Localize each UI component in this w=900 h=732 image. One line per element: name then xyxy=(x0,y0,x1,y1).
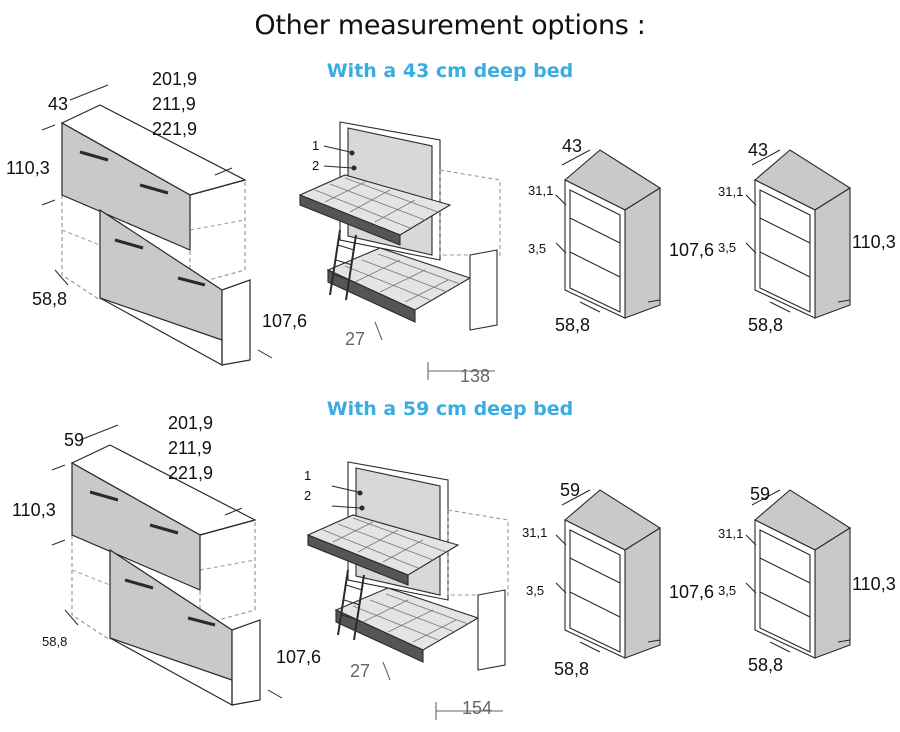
s2-shelf-a-depth: 59 xyxy=(560,480,580,500)
s2-clearance: 27 xyxy=(350,661,370,681)
s2-width-2: 211,9 xyxy=(168,438,212,458)
s2-base-depth: 58,8 xyxy=(42,634,67,649)
s1-width-1: 201,9 xyxy=(152,69,197,89)
s2-base-height: 107,6 xyxy=(276,647,321,667)
s1-shelf-b-base: 58,8 xyxy=(748,315,783,335)
page-title: Other measurement options : xyxy=(254,10,646,41)
s2-callout-2: 2 xyxy=(304,488,311,503)
s2-top-height: 110,3 xyxy=(12,500,56,520)
s1-depth-label: 43 xyxy=(48,94,68,114)
s1-shelf-a-shelf-gap: 3,5 xyxy=(528,241,546,256)
s2-shelf-a-height: 107,6 xyxy=(669,582,714,602)
s1-shelf-a-height: 107,6 xyxy=(669,240,714,260)
s1-base-depth: 58,8 xyxy=(32,289,67,309)
s2-shelf-b-depth: 59 xyxy=(750,484,770,504)
s1-top-height: 110,3 xyxy=(6,158,50,178)
s1-shelf-a-base: 58,8 xyxy=(555,315,590,335)
s1-shelf-b-height: 110,3 xyxy=(852,232,896,252)
s2-shelf-a-base: 58,8 xyxy=(554,659,589,679)
s1-shelf-b-top-gap: 31,1 xyxy=(718,184,743,199)
s1-callout-2: 2 xyxy=(312,158,319,173)
s1-shelf-b-depth: 43 xyxy=(748,140,768,160)
s2-width-3: 221,9 xyxy=(168,463,213,483)
s2-shelf-b-top-gap: 31,1 xyxy=(718,526,743,541)
s1-shelf-a-top-gap: 31,1 xyxy=(528,183,553,198)
s2-shelf-b-shelf-gap: 3,5 xyxy=(718,583,736,598)
s2-callout-1: 1 xyxy=(304,468,311,483)
s1-shelf-a-depth: 43 xyxy=(562,136,582,156)
s1-width-3: 221,9 xyxy=(152,119,197,139)
s2-shelf-a-shelf-gap: 3,5 xyxy=(526,583,544,598)
s2-depth-label: 59 xyxy=(64,430,84,450)
s2-shelf-a-top-gap: 31,1 xyxy=(522,525,547,540)
s2-bed-length: 154 xyxy=(462,698,492,718)
s1-clearance: 27 xyxy=(345,329,365,349)
s1-base-height: 107,6 xyxy=(262,311,307,331)
s1-callout-1: 1 xyxy=(312,138,319,153)
section-2-heading: With a 59 cm deep bed xyxy=(326,398,574,420)
s1-width-2: 211,9 xyxy=(152,94,196,114)
section-1-heading: With a 43 cm deep bed xyxy=(326,60,574,82)
s2-shelf-b-base: 58,8 xyxy=(748,655,783,675)
s1-shelf-b-shelf-gap: 3,5 xyxy=(718,240,736,255)
s1-bed-length: 138 xyxy=(460,366,490,386)
s2-shelf-b-height: 110,3 xyxy=(852,574,896,594)
s2-width-1: 201,9 xyxy=(168,413,213,433)
